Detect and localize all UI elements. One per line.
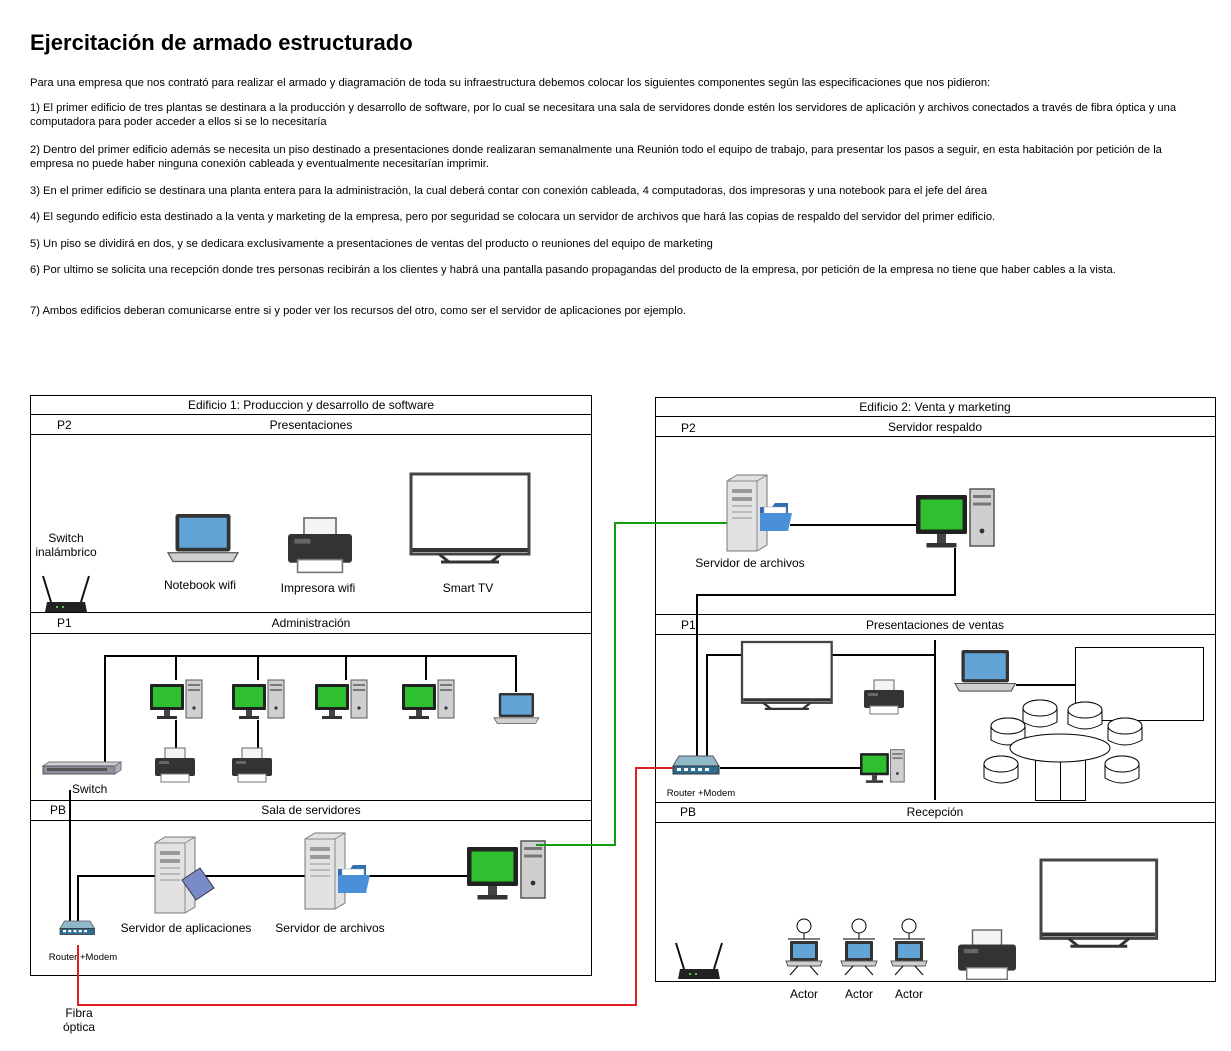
b2-p1-floor-label: P1 [681, 618, 696, 632]
admin-cabling [104, 655, 517, 765]
wifi-printer-icon[interactable] [287, 517, 353, 574]
fiber-optic-link [77, 767, 673, 1006]
reception-tv-icon[interactable] [1039, 858, 1159, 948]
inter-building-link [536, 522, 727, 846]
smart-tv-label: Smart TV [443, 581, 493, 595]
b1-p2-floor-label: P2 [57, 418, 72, 432]
reception-actor-1-icon[interactable] [785, 918, 823, 976]
b2-p2-backup-server: Servidor de archivos [695, 474, 995, 770]
meeting-notebook-icon[interactable] [954, 649, 1017, 692]
b1-p2-presentations: Switch inalámbrico Notebook wifi Impreso… [35, 472, 531, 613]
admin-printer-2-icon[interactable] [231, 747, 273, 783]
actor-2-label: Actor [845, 987, 873, 1001]
server-room-pc-icon[interactable] [466, 840, 546, 901]
b1-p1-administration: Switch [42, 655, 540, 796]
app-server-badge-icon [181, 867, 215, 901]
sales-printer-icon[interactable] [863, 679, 905, 715]
requirement-1: 1) El primer edificio de tres plantas se… [30, 102, 1177, 128]
smart-tv-icon[interactable] [409, 472, 531, 564]
actor-1-label: Actor [790, 987, 818, 1001]
app-server-label: Servidor de aplicaciones [121, 921, 252, 935]
page-title: Ejercitación de armado estructurado [30, 30, 413, 55]
b1-p1-room-label: Administración [272, 616, 351, 630]
b2-p2-floor-label: P2 [681, 421, 696, 435]
backup-cabling [696, 524, 956, 770]
requirement-5: 5) Un piso se dividirá en dos, y se dedi… [30, 238, 713, 250]
wireless-switch-icon[interactable] [42, 575, 90, 613]
b1-pb-floor-label: PB [50, 803, 66, 817]
wireless-switch-label-1: Switch [48, 531, 83, 545]
reception-actor-3-icon[interactable] [890, 918, 928, 976]
file-server-label: Servidor de archivos [275, 921, 384, 935]
sales-cabling [706, 640, 1076, 800]
b1-router-icon[interactable] [59, 920, 95, 935]
building-2: Edificio 2: Venta y marketing P2 Servido… [655, 397, 1216, 982]
b1-p1-floor-label: P1 [57, 616, 72, 630]
building-1-title: Edificio 1: Produccion y desarrollo de s… [188, 398, 434, 412]
b1-p2-room-label: Presentaciones [270, 418, 353, 432]
actor-3-label: Actor [895, 987, 923, 1001]
backup-server-folder-icon [759, 502, 793, 532]
admin-pc-2-icon[interactable] [231, 679, 285, 720]
meeting-table [983, 699, 1143, 801]
requirement-6: 6) Por ultimo se solicita una recepción … [30, 264, 1116, 276]
reception-printer-icon[interactable] [957, 929, 1017, 981]
admin-pc-3-icon[interactable] [314, 679, 368, 720]
reception-wifi-ap-icon[interactable] [675, 942, 723, 980]
file-server-folder-icon [337, 864, 371, 894]
b2-p2-room-label: Servidor respaldo [888, 420, 982, 434]
requirement-2: 2) Dentro del primer edificio además se … [30, 144, 1162, 170]
b2-p1-sales-presentations: Router +Modem [667, 640, 1204, 801]
admin-switch-icon[interactable] [42, 761, 122, 775]
wireless-switch-label-2: inalámbrico [35, 545, 97, 559]
b1-pb-server-room: Servidor de aplicaciones Servidor de arc… [49, 790, 546, 963]
notebook-wifi-label: Notebook wifi [164, 578, 236, 592]
notebook-wifi-icon[interactable] [167, 513, 239, 563]
fiber-label-2: óptica [63, 1020, 95, 1034]
requirement-7: 7) Ambos edificios deberan comunicarse e… [30, 305, 687, 317]
requirement-4: 4) El segundo edificio esta destinado a … [30, 211, 996, 223]
intro-paragraph: Para una empresa que nos contrató para r… [30, 77, 991, 89]
reception-actor-2-icon[interactable] [840, 918, 878, 976]
fiber-label-1: Fibra [65, 1006, 93, 1020]
wifi-printer-label: Impresora wifi [281, 581, 356, 595]
sales-tv-icon[interactable] [740, 640, 833, 711]
b2-pb-room-label: Recepción [907, 805, 964, 819]
backup-pc-icon[interactable] [915, 488, 995, 549]
b2-pb-reception: Actor Actor Actor [675, 858, 1159, 1001]
admin-pc-4-icon[interactable] [401, 679, 455, 720]
requirement-3: 3) En el primer edificio se destinara un… [30, 185, 988, 197]
boss-notebook-icon[interactable] [493, 692, 540, 724]
building-2-title: Edificio 2: Venta y marketing [859, 400, 1010, 414]
sales-pc-icon[interactable] [859, 749, 905, 784]
b2-router-label: Router +Modem [667, 788, 735, 799]
b2-p1-room-label: Presentaciones de ventas [866, 618, 1004, 632]
b2-router-icon[interactable] [672, 755, 720, 775]
b1-pb-room-label: Sala de servidores [261, 803, 360, 817]
admin-switch-label: Switch [72, 782, 107, 796]
b2-pb-floor-label: PB [680, 805, 696, 819]
admin-printer-1-icon[interactable] [154, 747, 196, 783]
b1-router-label: Router +Modem [49, 952, 117, 963]
building-1: Edificio 1: Produccion y desarrollo de s… [30, 395, 592, 976]
admin-pc-1-icon[interactable] [149, 679, 203, 720]
backup-file-server-label: Servidor de archivos [695, 556, 804, 570]
